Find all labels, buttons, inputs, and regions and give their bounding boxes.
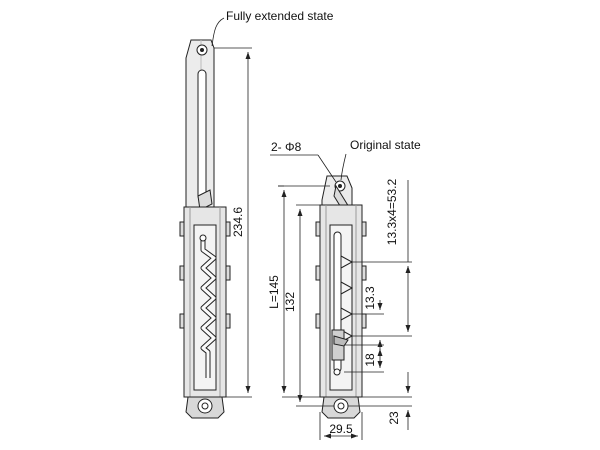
dim-18: 18 bbox=[363, 353, 377, 367]
hole-callout: 2- Φ8 bbox=[271, 140, 302, 154]
dimension-bottom-offset bbox=[348, 372, 412, 430]
dim-l-145: L=145 bbox=[267, 275, 281, 309]
dim-13-3: 13.3 bbox=[363, 286, 377, 310]
dimension-hole-pitch bbox=[296, 204, 334, 407]
fully-extended-label: Fully extended state bbox=[226, 9, 334, 23]
dim-23: 23 bbox=[387, 411, 401, 425]
dimension-overall-length bbox=[278, 185, 320, 398]
dim-step-total: 13.3x4=53.2 bbox=[385, 178, 399, 245]
dim-132: 132 bbox=[283, 292, 297, 312]
dimension-extended-length bbox=[214, 47, 252, 398]
dim-234-6: 234.6 bbox=[231, 207, 245, 237]
upper-slot bbox=[197, 69, 207, 201]
dimension-step-total bbox=[352, 180, 412, 337]
dimension-width bbox=[319, 412, 363, 440]
extended-stay-view bbox=[179, 39, 231, 419]
original-state-label: Original state bbox=[350, 138, 421, 152]
original-stay-view bbox=[315, 175, 367, 419]
dim-29-5: 29.5 bbox=[329, 422, 353, 436]
dimension-slot-offset bbox=[344, 344, 384, 373]
